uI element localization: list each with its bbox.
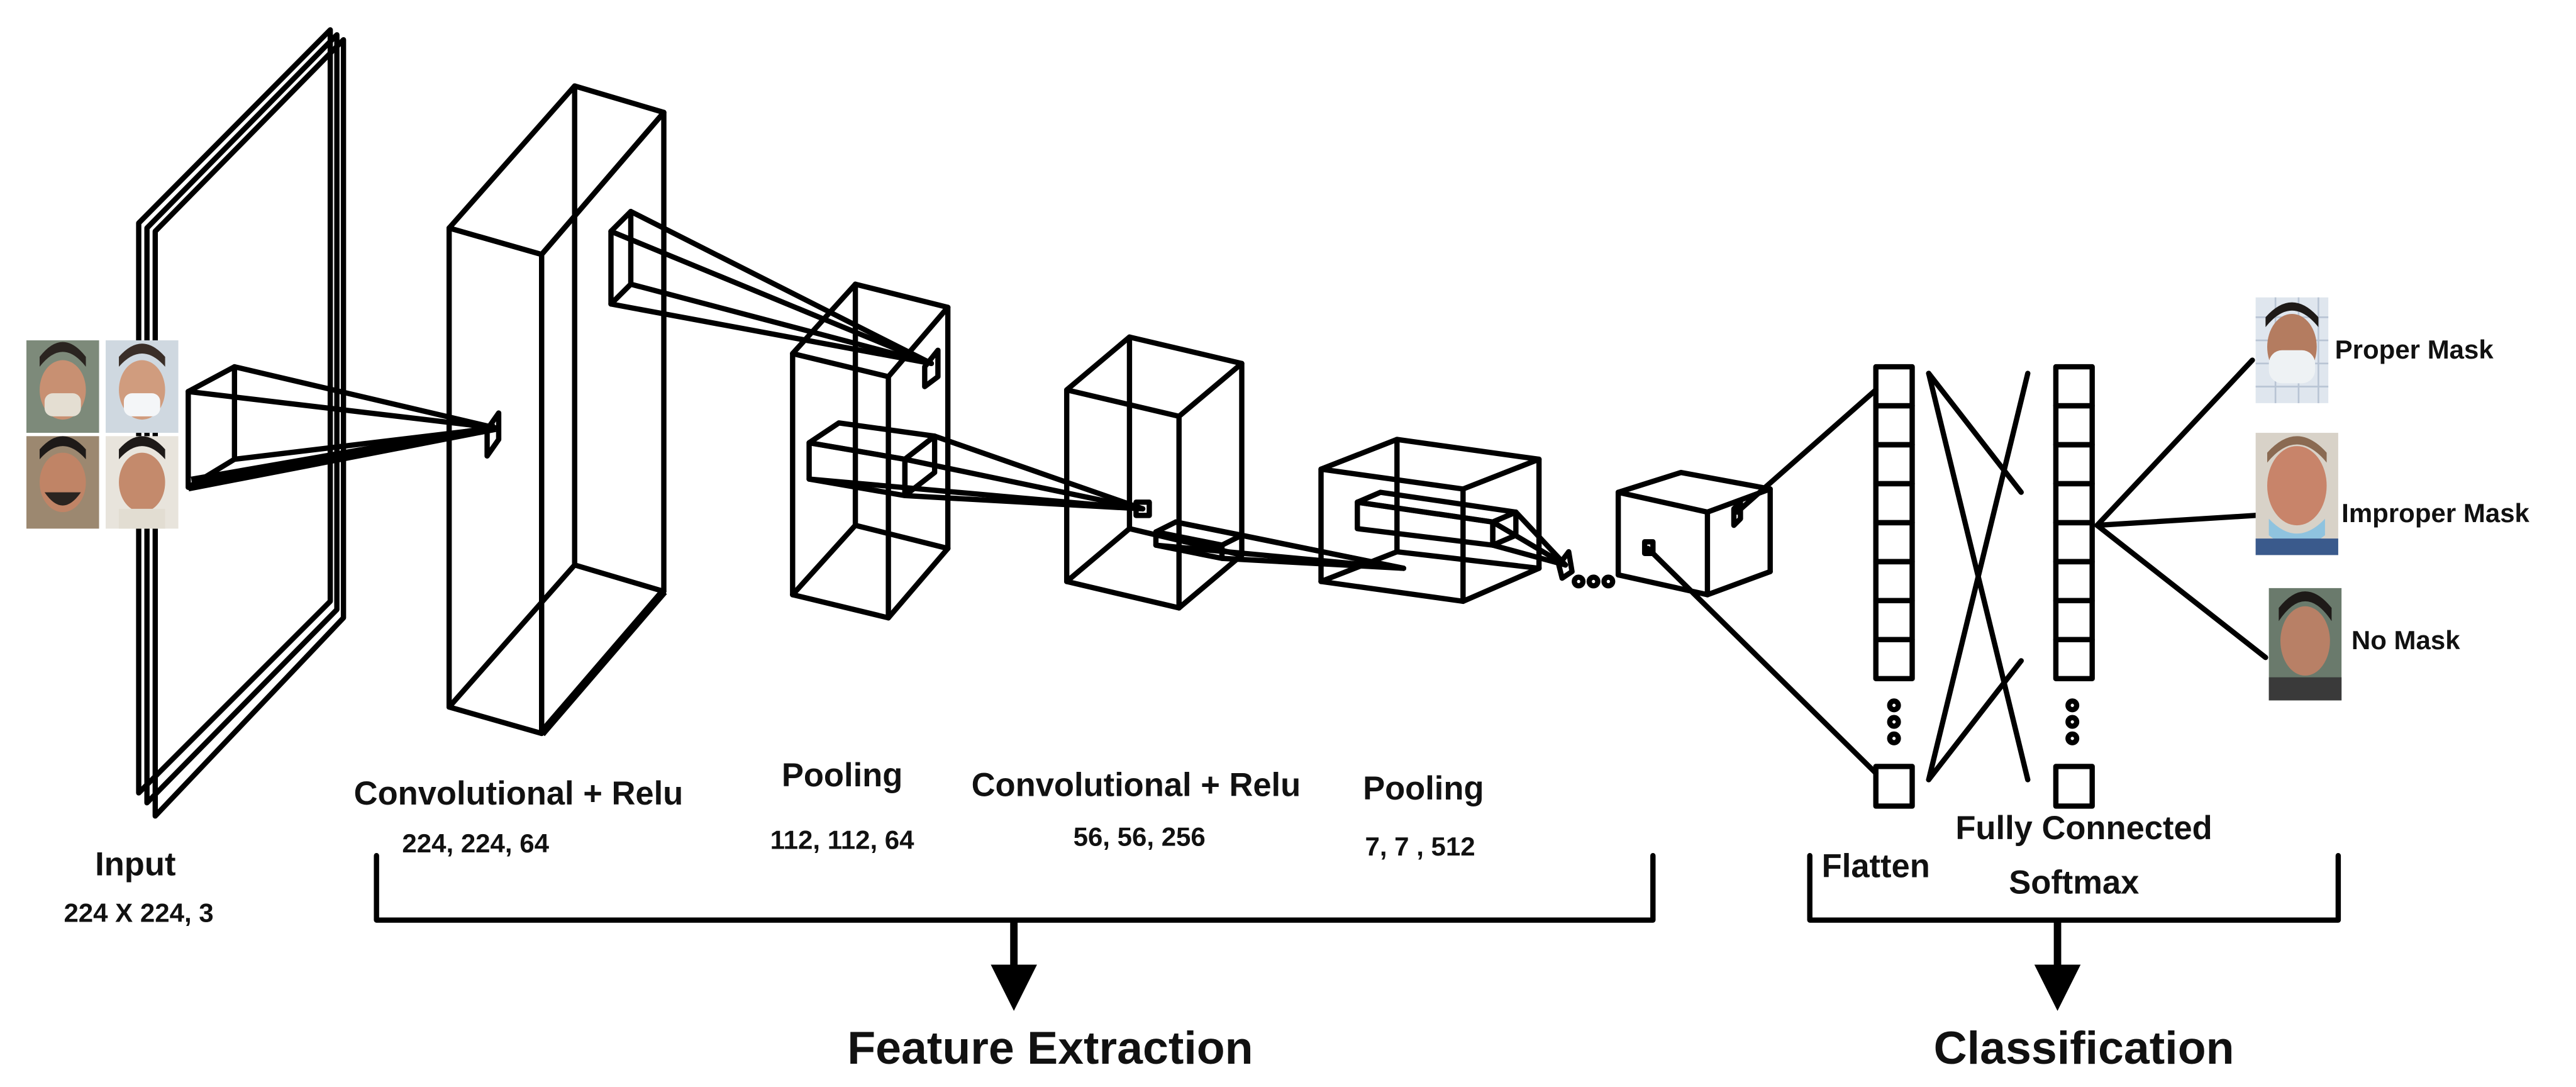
fc-neuron [2053,364,2095,409]
classification-bracket [1807,853,2341,923]
fully-connected-vector [2053,364,2095,681]
conv2-label: Convolutional + Relu [972,767,1301,804]
flatten-neuron [1873,364,1915,409]
pool2-label: Pooling [1363,770,1484,807]
face-photo-icon [2268,588,2342,701]
conv1-feature-block [446,83,667,737]
down-arrow-icon [991,920,1037,1012]
feature-extraction-label: Feature Extraction [847,1022,1253,1074]
flatten-neuron [1873,481,1915,526]
face-photo-icon [106,436,179,529]
flatten-neuron [1873,559,1915,604]
input-receptive-field [186,364,502,492]
feature-extraction-bracket [374,853,1656,923]
fc-neuron [2053,598,2095,643]
fully-connected-label: Fully Connected [1955,810,2212,847]
pool1-label: Pooling [782,757,902,794]
flatten-neuron [1873,403,1915,448]
face-photo-icon [26,436,99,529]
flatten-neuron [1873,598,1915,643]
pool2-feature-block [1318,437,1575,605]
pool1-feature-block [790,281,1152,621]
fc-last-neuron [2053,764,2095,809]
classification-label: Classification [1934,1022,2235,1074]
pool2-dims: 7, 7 , 512 [1365,832,1475,861]
fc-neuron [2053,442,2095,487]
flatten-last-neuron [1873,764,1915,809]
flatten-neuron [1873,520,1915,565]
input-label: Input [95,846,175,883]
pool1-dims: 112, 112, 64 [770,825,915,855]
fc-neuron [2053,481,2095,526]
fc-ellipsis [2065,698,2080,745]
fc-neuron [2053,559,2095,604]
output-label-proper-mask: Proper Mask [2335,335,2494,364]
output-label-no-mask: No Mask [2351,625,2460,655]
conv1-label: Convolutional + Relu [354,775,684,812]
face-photo-icon [2255,297,2329,403]
input-dims: 224 X 224, 3 [64,898,213,927]
flatten-vector [1873,364,1915,681]
down-arrow-icon [2034,920,2081,1012]
output-connections [2094,357,2268,661]
fc-neuron [2053,403,2095,448]
flatten-label: Flatten [1822,847,1930,884]
ellipsis-dots-icon [1572,574,1616,589]
output-label-improper-mask: Improper Mask [2341,498,2529,528]
conv1-kernel-projection [608,209,941,389]
conv2-dims: 56, 56, 256 [1074,822,1206,851]
fc-neuron [2053,520,2095,565]
flatten-ellipsis [1887,698,1901,745]
input-plane-stack [136,27,347,819]
conv1-dims: 224, 224, 64 [402,828,549,858]
fc-neuron [2053,637,2095,681]
flatten-neuron [1873,442,1915,487]
final-feature-block [1615,387,1879,776]
face-photo-icon [106,340,179,433]
face-photo-icon [26,340,99,433]
face-photo-icon [2255,433,2338,555]
softmax-label: Softmax [2009,864,2139,901]
dense-connections [1926,371,2031,783]
flatten-neuron [1873,637,1915,681]
input-face-photos [26,340,179,529]
